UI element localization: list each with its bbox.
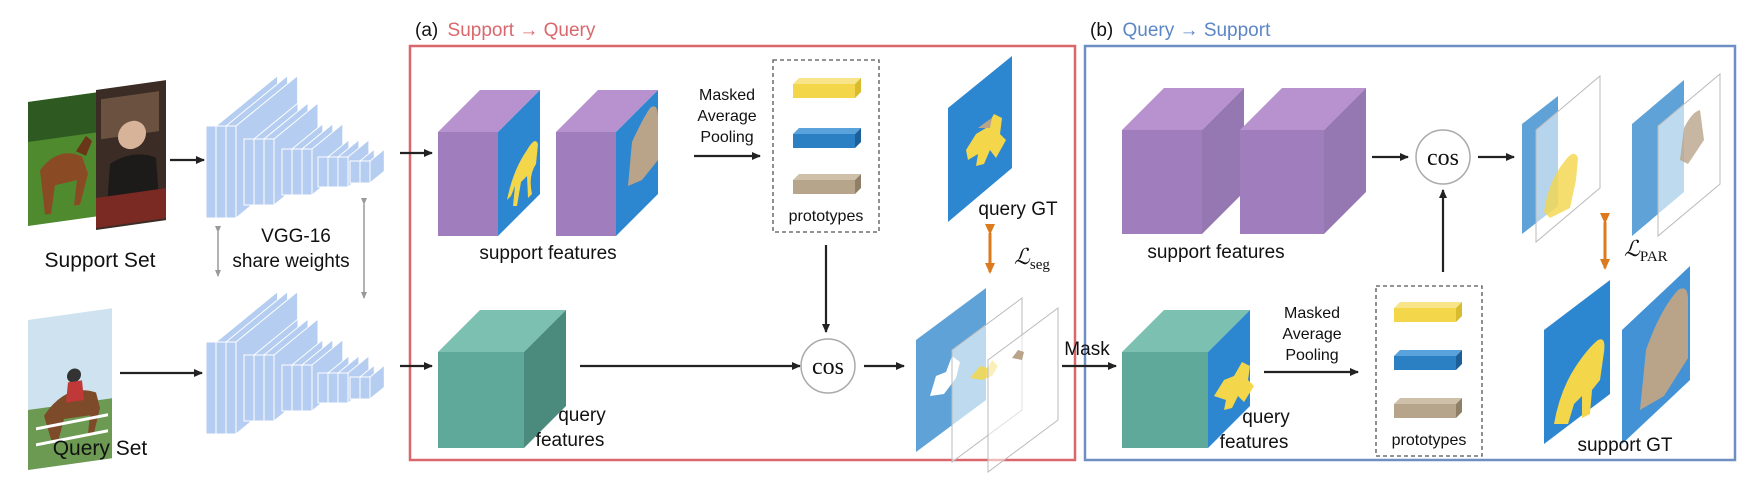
panel-a-cos-label: cos	[812, 354, 844, 380]
support-set-label: Support Set	[45, 249, 156, 272]
vgg-layer	[317, 156, 329, 188]
panel-a-query-gt-label: query GT	[978, 199, 1058, 220]
vgg-layer	[301, 364, 313, 412]
svg-text:query: query	[558, 405, 606, 426]
vgg-layer	[205, 125, 217, 219]
panel-b-frame	[1083, 44, 1737, 462]
panel-a-loss-label: ℒseg	[1014, 244, 1050, 273]
vgg-layer	[359, 376, 371, 400]
panel-b-loss-label: ℒPAR	[1624, 236, 1668, 265]
svg-text:features: features	[1220, 432, 1289, 453]
query-set-image	[28, 308, 112, 470]
svg-text:features: features	[536, 430, 605, 451]
vgg-layer	[327, 372, 339, 404]
panel-b-prediction-stack	[1522, 72, 1721, 244]
support-set-images	[28, 80, 166, 230]
panel-a-prototypes-label: prototypes	[789, 208, 864, 225]
vgg-layer	[281, 364, 293, 412]
panel-b-cos-node	[1415, 129, 1471, 185]
panel-b-map-label: Masked Average Pooling	[1282, 305, 1341, 364]
vgg16-support-stack	[205, 74, 385, 220]
share-weights-label: share weights	[232, 251, 349, 272]
vgg-layer	[337, 372, 349, 404]
panel-b-support-gt-label: support GT	[1577, 435, 1672, 456]
panel-b-query-features-label: query features	[1220, 407, 1291, 453]
panel-b-support-feature-cube-2	[1240, 88, 1366, 234]
svg-text:Masked: Masked	[699, 87, 755, 104]
vgg-layer	[281, 148, 293, 196]
panel-a-query-gt-mask	[948, 56, 1012, 222]
panel-a-cos-node	[800, 338, 856, 394]
panel-a-prototype-blue	[793, 128, 861, 148]
vgg-layer	[263, 354, 275, 422]
panel-a-label: Support → Query	[448, 20, 596, 41]
panel-b-prefix: (b)	[1090, 20, 1113, 41]
panel-b-cos-label: cos	[1427, 145, 1459, 171]
panel-a-prefix: (a)	[415, 20, 438, 41]
panel-a-title: (a) Support → Query	[415, 20, 596, 41]
panel-a-support-features-label: support features	[479, 243, 616, 264]
svg-text:Pooling: Pooling	[700, 129, 753, 146]
vgg-layer	[317, 372, 329, 404]
panel-a-frame	[408, 44, 1077, 462]
panel-b-prototypes-label: prototypes	[1392, 432, 1467, 449]
vgg-layer	[327, 156, 339, 188]
vgg-layer	[243, 138, 255, 206]
vgg-layer	[263, 138, 275, 206]
panel-b-prototypes-box	[1375, 285, 1483, 457]
vgg-layer	[291, 364, 303, 412]
svg-text:Average: Average	[1282, 326, 1341, 343]
vgg-layer	[243, 354, 255, 422]
svg-text:Average: Average	[697, 108, 756, 125]
svg-text:query: query	[1242, 407, 1290, 428]
panel-a-prototypes-box	[772, 59, 880, 233]
svg-text:Pooling: Pooling	[1285, 347, 1338, 364]
vgg16-query-stack	[205, 290, 385, 436]
panel-b-prototype-tan	[1394, 398, 1462, 418]
panel-a-prototype-tan	[793, 174, 861, 194]
panel-b-prototype-blue	[1394, 350, 1462, 370]
vgg-layer	[337, 156, 349, 188]
vgg-layer	[215, 125, 227, 219]
support-feature-cube-2	[556, 90, 658, 236]
vgg-layer	[349, 376, 361, 400]
panel-b-support-gt-mask-2	[1622, 266, 1690, 444]
vgg-layer	[253, 354, 265, 422]
svg-text:Masked: Masked	[1284, 305, 1340, 322]
vgg16-label: VGG-16	[261, 226, 331, 247]
panel-b-support-features-label: support features	[1147, 242, 1284, 263]
panel-a-prototype-yellow	[793, 78, 861, 98]
vgg-layer	[205, 341, 217, 435]
panel-b-support-gt-mask-1	[1544, 280, 1610, 444]
panel-b-support-feature-cube-1	[1122, 88, 1244, 234]
panel-a-query-feature-cube	[438, 310, 566, 448]
vgg-layer	[253, 138, 265, 206]
query-set-label: Query Set	[53, 437, 148, 460]
mask-label: Mask	[1064, 339, 1110, 360]
vgg-layer	[349, 160, 361, 184]
panel-a-query-features-label: query features	[536, 405, 607, 451]
panel-b-title: (b) Query → Support	[1090, 20, 1271, 41]
panel-a-map-label: Masked Average Pooling	[697, 87, 756, 146]
vgg-layer	[225, 341, 237, 435]
vgg-layer	[215, 341, 227, 435]
panel-b-prototype-yellow	[1394, 302, 1462, 322]
panel-b-query-feature-cube	[1122, 310, 1254, 448]
panel-b-label: Query → Support	[1123, 20, 1272, 41]
vgg-layer	[291, 148, 303, 196]
vgg-layer	[359, 160, 371, 184]
vgg-layer	[225, 125, 237, 219]
vgg-layer	[301, 148, 313, 196]
panel-a-prediction-stack	[916, 288, 1059, 473]
support-feature-cube-1	[438, 90, 540, 236]
